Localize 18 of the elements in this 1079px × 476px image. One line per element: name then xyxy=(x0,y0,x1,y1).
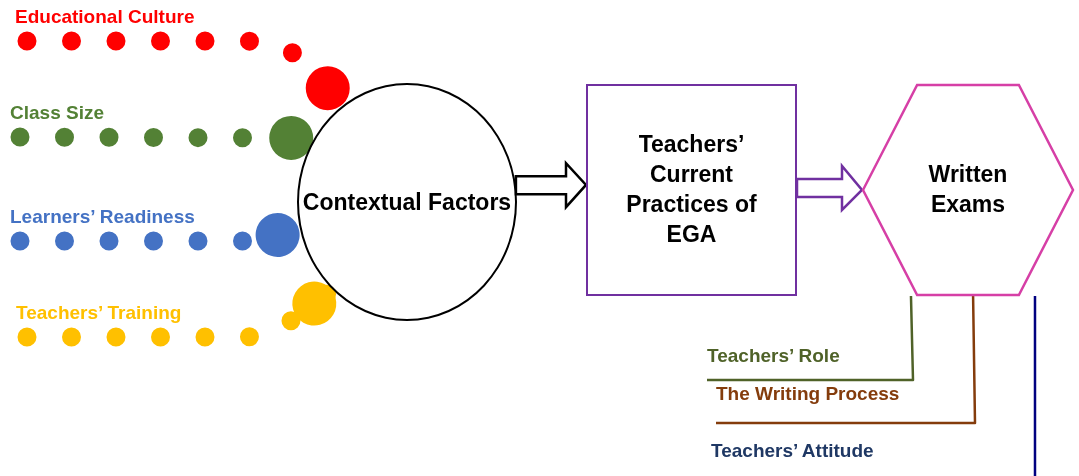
node-text: Written Exams xyxy=(927,160,1009,219)
node-text: Teachers’ Current Practices of EGA xyxy=(625,130,758,249)
factor-label: Class Size xyxy=(10,102,104,124)
factor-circle xyxy=(297,83,517,321)
factor-label: Educational Culture xyxy=(15,6,195,28)
leader-line xyxy=(707,295,915,382)
exam-hexagon xyxy=(862,84,1074,296)
factor-label: The Writing Process xyxy=(716,383,900,405)
factor-label: Teachers’ Training xyxy=(16,302,182,324)
block-arrow xyxy=(795,162,864,213)
leader-line xyxy=(1033,296,1037,476)
factor-label: Teachers’ Role xyxy=(707,345,840,367)
node-text: Contextual Factors xyxy=(302,188,512,216)
leader-line xyxy=(716,296,977,425)
process-box xyxy=(586,84,797,296)
block-arrow xyxy=(514,159,588,211)
factor-label: Teachers’ Attitude xyxy=(711,440,874,462)
factor-label: Learners’ Readiness xyxy=(10,206,195,228)
